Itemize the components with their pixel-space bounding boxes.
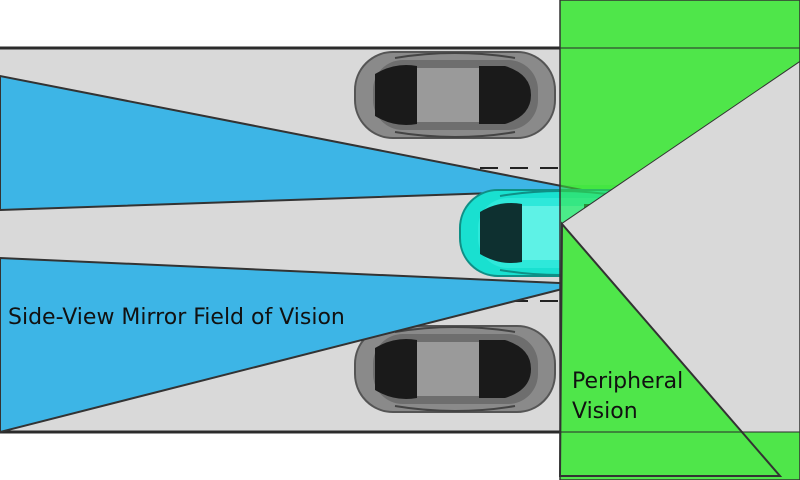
- adjacent-car-left: [354, 51, 556, 139]
- mirror-cone-right: [0, 256, 583, 434]
- mirror-cone-left: [0, 74, 583, 212]
- peripheral-label-line2: Vision: [572, 399, 638, 424]
- mirror-field-label: Side-View Mirror Field of Vision: [8, 305, 345, 330]
- adjacent-car-right: [354, 325, 556, 413]
- peripheral-band-border: [559, 0, 800, 480]
- peripheral-label-line1: Peripheral: [572, 369, 683, 394]
- peripheral-cone-lower: [558, 221, 783, 477]
- peripheral-gap-gray: [562, 62, 800, 432]
